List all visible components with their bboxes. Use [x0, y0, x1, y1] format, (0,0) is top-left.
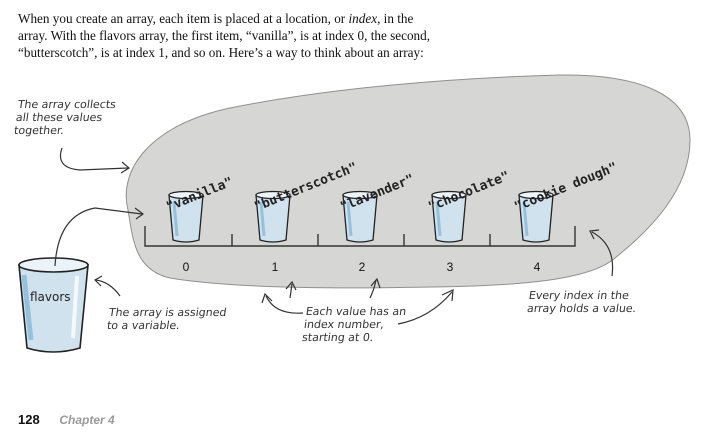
note-index-number: Each value has an index number, starting…: [301, 305, 408, 344]
index-3: 3: [446, 260, 454, 274]
chapter-label: Chapter 4: [59, 413, 115, 427]
array-item-cup: [255, 190, 291, 243]
array-item-cup: [342, 190, 378, 243]
index-4: 4: [533, 260, 541, 274]
intro-index-em: index: [348, 11, 378, 26]
intro-text-b: , in: [377, 11, 394, 26]
index-0: 0: [182, 260, 190, 274]
page-footer: 128 Chapter 4: [18, 412, 115, 427]
index-line: [144, 226, 576, 247]
note-assigned-variable: The array is assigned to a variable.: [106, 306, 228, 332]
intro-text-a: When you create an array, each item is p…: [18, 11, 349, 26]
note-every-index: Every index in the array holds a value.: [526, 289, 638, 315]
array-item-cup: [518, 190, 554, 243]
intro-paragraph: When you create an array, each item is p…: [18, 10, 438, 61]
annotation-arrows: [54, 147, 614, 325]
intro-text-rest: the array. With the flavors array, the f…: [18, 11, 431, 60]
array-item-cup: [431, 190, 467, 243]
index-1: 1: [271, 260, 279, 274]
page-number: 128: [18, 412, 40, 427]
array-item-cup: [168, 190, 204, 243]
variable-label: flavors: [30, 290, 71, 304]
flavors-variable-cup: [18, 257, 89, 353]
index-2: 2: [358, 260, 366, 274]
note-array-collects: The array collects all these values toge…: [13, 98, 117, 137]
